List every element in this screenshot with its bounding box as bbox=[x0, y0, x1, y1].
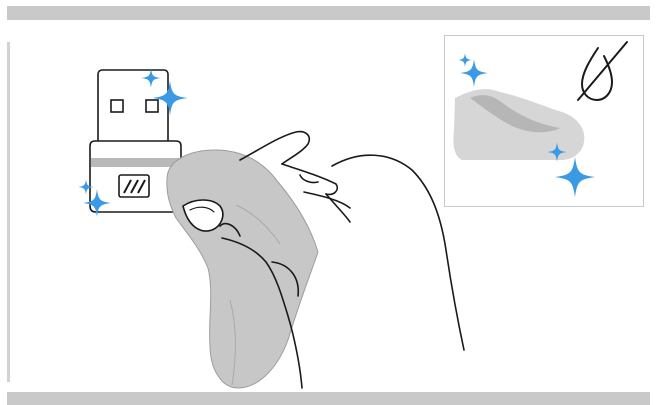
inset-content bbox=[453, 42, 627, 197]
cleaning-cloth bbox=[167, 150, 318, 388]
bottom-bar bbox=[7, 392, 650, 405]
no-liquid-icon bbox=[578, 42, 627, 100]
dongle-band bbox=[91, 158, 180, 167]
